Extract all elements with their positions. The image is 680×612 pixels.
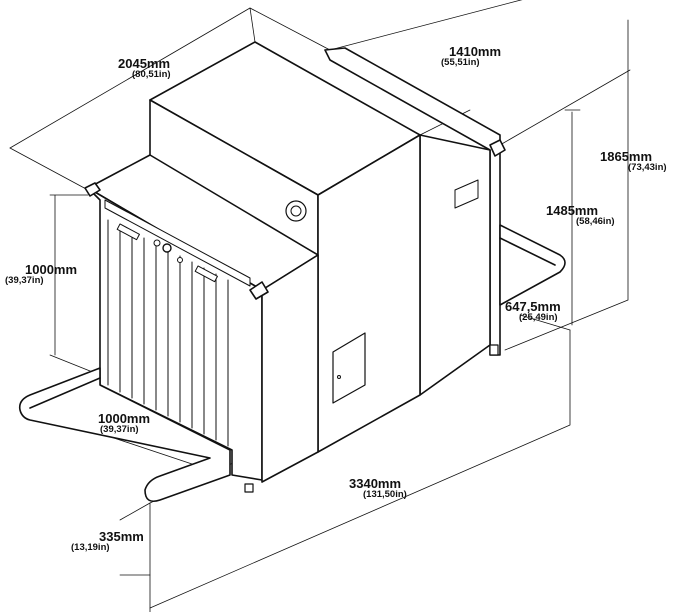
tunnel-height-in: (39,37in) [5,275,44,286]
overall-length-mm: 3340mm [349,476,402,491]
total-height-label: 1865mm (73,43in) [600,150,667,173]
rear-width-mm: 1410mm [449,44,502,59]
conveyor-top-in: (13,19in) [71,542,110,553]
conveyor-height-in: (25,49in) [519,312,558,323]
overall-length-in: (131,50in) [363,489,407,500]
conveyor-top-mm: 335mm [99,529,144,544]
total-height-mm: 1865mm [600,149,653,164]
body-height-label: 1485mm (58,46in) [546,204,615,227]
rear-width-in: (55,51in) [441,57,480,68]
total-height-in: (73,43in) [628,162,667,173]
tunnel-width-label: 1000mm (39,37in) [98,412,150,435]
conveyor-top-label: 335mm (13,19in) [71,529,144,553]
tunnel-width-in: (39,37in) [100,424,139,435]
body-height-in: (58,46in) [576,216,615,227]
conveyor-height-label: 647,5mm (25,49in) [505,300,561,323]
scanner-body [18,41,566,503]
tunnel-width-mm: 1000mm [98,411,151,426]
tunnel-height-label: 1000mm (39,37in) [5,262,78,286]
body-height-mm: 1485mm [546,203,599,218]
overall-depth-mm: 2045mm [118,56,171,71]
overall-depth-in: (80,51in) [132,69,171,80]
rear-width-label: 1410mm (55,51in) [441,44,502,68]
overall-length-label: 3340mm (131,50in) [349,477,407,500]
overall-depth-label: 2045mm (80,51in) [118,57,171,80]
conveyor-height-mm: 647,5mm [505,299,561,314]
tunnel-height-mm: 1000mm [25,262,78,277]
